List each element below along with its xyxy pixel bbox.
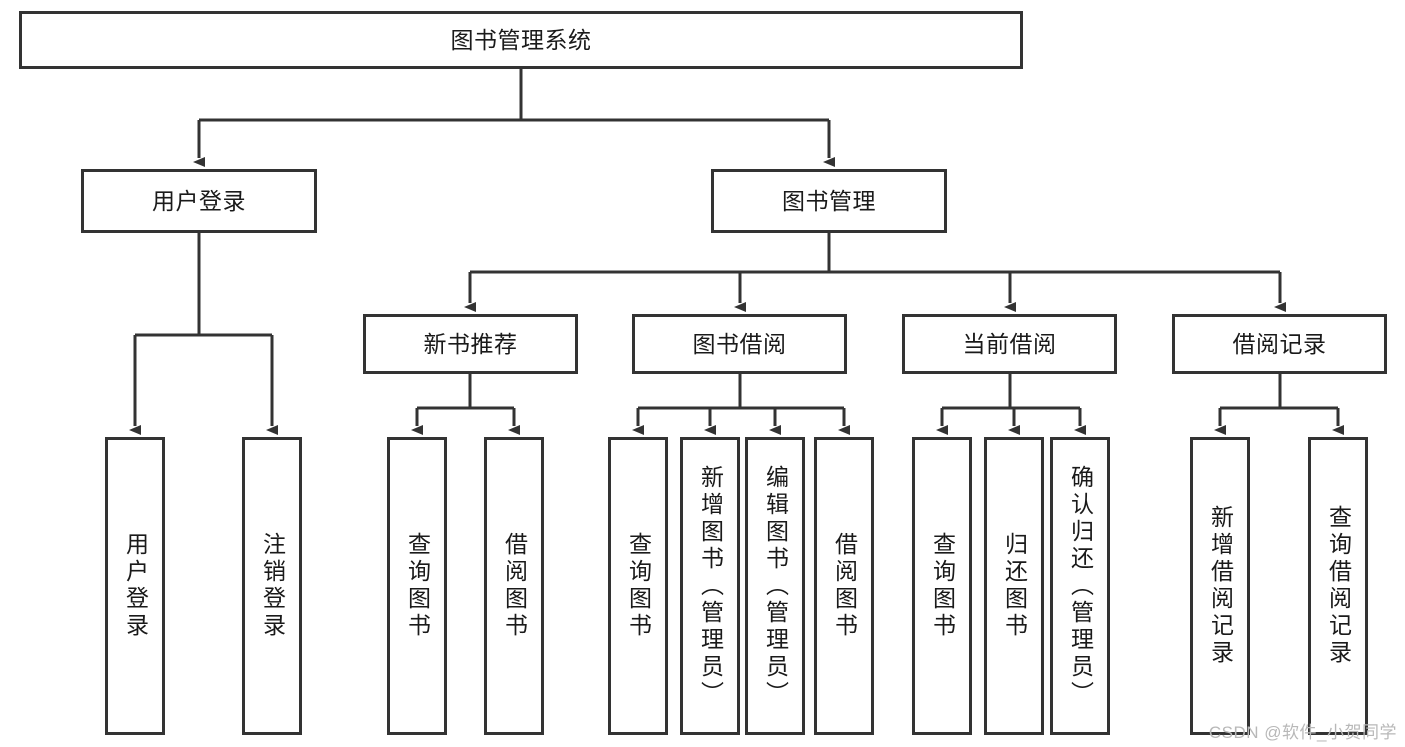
node-leaf-add-record[interactable]: 新增借阅记录 [1190, 437, 1250, 735]
node-current-borrow[interactable]: 当前借阅 [902, 314, 1117, 374]
node-leaf-return-book[interactable]: 归还图书 [984, 437, 1044, 735]
node-user-login-label: 用户登录 [152, 187, 246, 214]
node-book-borrow-label: 图书借阅 [692, 330, 787, 357]
node-leaf-confirm-return-label: 确认归还（管理员） [1067, 464, 1094, 708]
node-root[interactable]: 图书管理系统 [19, 11, 1023, 69]
node-leaf-query-book-2-label: 查询图书 [625, 532, 652, 640]
node-leaf-query-record-label: 查询借阅记录 [1325, 505, 1352, 667]
node-book-manage-label: 图书管理 [782, 187, 876, 214]
node-new-book-recommend-label: 新书推荐 [423, 330, 518, 357]
node-leaf-add-record-label: 新增借阅记录 [1207, 505, 1234, 667]
node-leaf-confirm-return[interactable]: 确认归还（管理员） [1050, 437, 1110, 735]
node-leaf-query-record[interactable]: 查询借阅记录 [1308, 437, 1368, 735]
node-leaf-logout-label: 注销登录 [259, 532, 286, 640]
node-leaf-edit-book[interactable]: 编辑图书（管理员） [745, 437, 805, 735]
node-leaf-return-book-label: 归还图书 [1001, 532, 1028, 640]
node-leaf-borrow-book-2[interactable]: 借阅图书 [814, 437, 874, 735]
node-leaf-query-book-3[interactable]: 查询图书 [912, 437, 972, 735]
node-root-label: 图书管理系统 [450, 26, 592, 53]
node-leaf-add-book-label: 新增图书（管理员） [697, 464, 724, 708]
node-leaf-logout[interactable]: 注销登录 [242, 437, 302, 735]
node-leaf-query-book-1[interactable]: 查询图书 [387, 437, 447, 735]
node-borrow-record-label: 借阅记录 [1232, 330, 1327, 357]
node-leaf-borrow-book-1-label: 借阅图书 [501, 532, 528, 640]
node-current-borrow-label: 当前借阅 [962, 330, 1057, 357]
node-leaf-borrow-book-1[interactable]: 借阅图书 [484, 437, 544, 735]
watermark-text: CSDN @软件_小贺同学 [1208, 723, 1397, 742]
node-book-manage[interactable]: 图书管理 [711, 169, 947, 233]
node-borrow-record[interactable]: 借阅记录 [1172, 314, 1387, 374]
node-leaf-borrow-book-2-label: 借阅图书 [831, 532, 858, 640]
node-leaf-query-book-3-label: 查询图书 [929, 532, 956, 640]
node-leaf-edit-book-label: 编辑图书（管理员） [762, 464, 789, 708]
node-leaf-user-login-label: 用户登录 [122, 532, 149, 640]
node-new-book-recommend[interactable]: 新书推荐 [363, 314, 578, 374]
node-leaf-user-login[interactable]: 用户登录 [105, 437, 165, 735]
node-user-login[interactable]: 用户登录 [81, 169, 317, 233]
node-leaf-add-book[interactable]: 新增图书（管理员） [680, 437, 740, 735]
node-leaf-query-book-2[interactable]: 查询图书 [608, 437, 668, 735]
node-leaf-query-book-1-label: 查询图书 [404, 532, 431, 640]
node-book-borrow[interactable]: 图书借阅 [632, 314, 847, 374]
